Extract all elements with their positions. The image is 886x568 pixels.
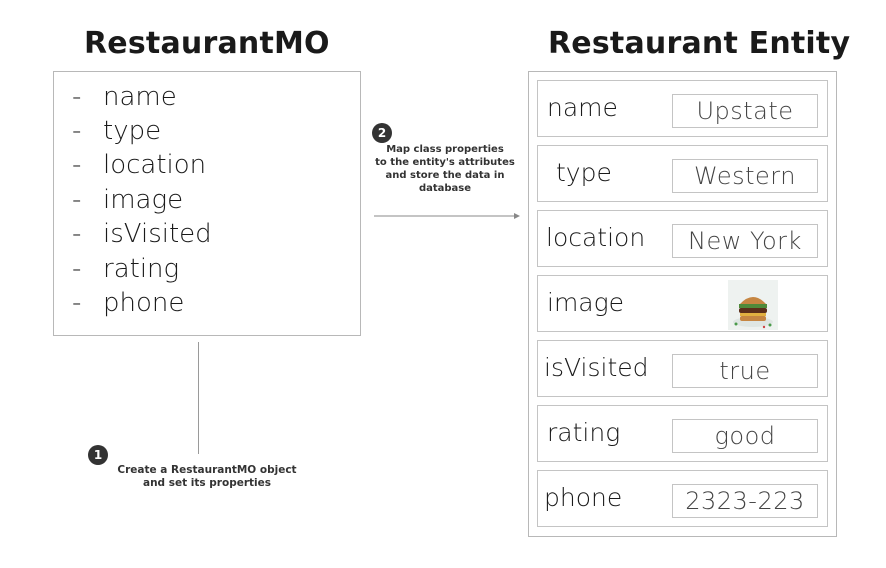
mo-property-label: phone bbox=[103, 288, 185, 318]
mo-property-label: name bbox=[103, 82, 177, 112]
entity-row-image: image bbox=[537, 275, 828, 332]
entity-row-phone: phone 2323-223 bbox=[537, 470, 828, 527]
step-1-badge: 1 bbox=[88, 445, 108, 465]
caption-line: to the entity's attributes bbox=[375, 157, 515, 168]
mo-property-isvisited: -isVisited bbox=[72, 219, 212, 249]
mo-property-location: -location bbox=[72, 150, 206, 180]
entity-row-label: image bbox=[547, 288, 625, 317]
restaurant-mo-title: RestaurantMO bbox=[84, 26, 330, 61]
restaurant-mo-box: -name -type -location -image -isVisited … bbox=[53, 71, 361, 336]
caption-line: database bbox=[418, 183, 472, 194]
dash: - bbox=[72, 219, 82, 249]
mo-property-label: type bbox=[103, 116, 162, 146]
burger-photo-icon bbox=[728, 280, 778, 330]
step-1-caption: Create a RestaurantMO object and set its… bbox=[106, 464, 308, 490]
entity-row-value: Western bbox=[672, 159, 818, 193]
step-2-badge: 2 bbox=[372, 123, 392, 143]
entity-row-label: phone bbox=[544, 483, 623, 512]
dash: - bbox=[72, 288, 82, 318]
caption-line: and store the data in bbox=[385, 170, 505, 181]
entity-row-rating: rating good bbox=[537, 405, 828, 462]
dash: - bbox=[72, 82, 82, 112]
dash: - bbox=[72, 185, 82, 215]
caption-line: Map class properties bbox=[386, 144, 504, 155]
mo-property-label: image bbox=[103, 185, 184, 215]
step-2-caption: Map class properties to the entity's att… bbox=[364, 143, 526, 195]
entity-row-label: rating bbox=[547, 418, 621, 447]
caption-line: Create a RestaurantMO object bbox=[117, 464, 297, 476]
dash: - bbox=[72, 116, 82, 146]
mo-property-phone: -phone bbox=[72, 288, 184, 318]
entity-row-name: name Upstate bbox=[537, 80, 828, 137]
entity-row-label: isVisited bbox=[544, 353, 649, 382]
mo-property-label: isVisited bbox=[103, 219, 212, 249]
caption-line: and set its properties bbox=[142, 477, 271, 489]
restaurant-entity-title: Restaurant Entity bbox=[548, 26, 851, 61]
mo-property-image: -image bbox=[72, 185, 183, 215]
dash: - bbox=[72, 150, 82, 180]
entity-row-location: location New York bbox=[537, 210, 828, 267]
mo-property-name: -name bbox=[72, 82, 177, 112]
mo-property-type: -type bbox=[72, 116, 161, 146]
entity-row-label: type bbox=[556, 158, 612, 187]
entity-row-type: type Western bbox=[537, 145, 828, 202]
mo-property-label: rating bbox=[103, 254, 180, 284]
entity-row-isvisited: isVisited true bbox=[537, 340, 828, 397]
connector-line bbox=[198, 342, 199, 454]
entity-row-value: good bbox=[672, 419, 818, 453]
entity-row-value: 2323-223 bbox=[672, 484, 818, 518]
restaurant-entity-box: name Upstate type Western location New Y… bbox=[528, 71, 837, 537]
entity-row-value: New York bbox=[672, 224, 818, 258]
mo-property-rating: -rating bbox=[72, 254, 179, 284]
arrow-right-icon bbox=[374, 213, 520, 219]
entity-row-value: Upstate bbox=[672, 94, 818, 128]
entity-row-label: name bbox=[547, 93, 618, 122]
mo-property-label: location bbox=[103, 150, 207, 180]
entity-row-value: true bbox=[672, 354, 818, 388]
dash: - bbox=[72, 254, 82, 284]
entity-row-label: location bbox=[546, 223, 646, 252]
